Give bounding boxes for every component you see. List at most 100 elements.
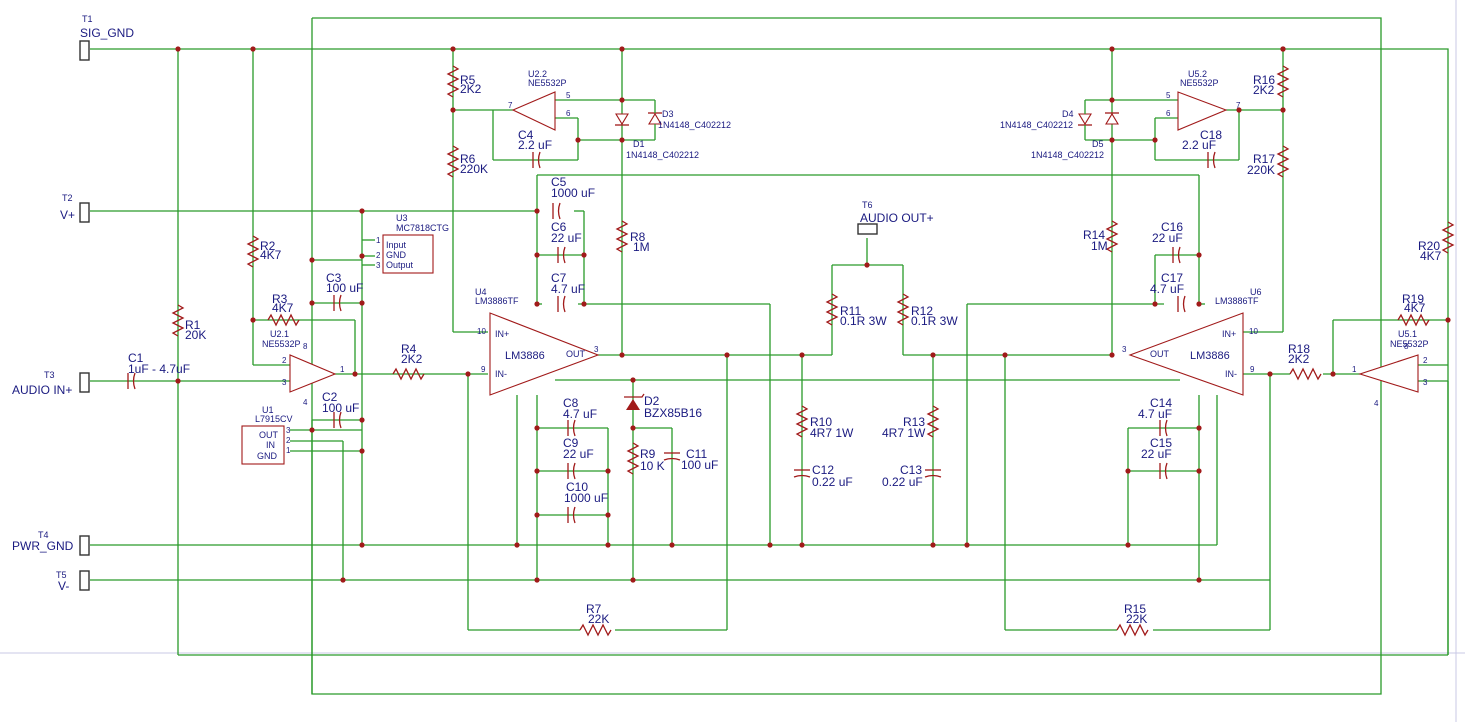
u3-symbol <box>382 234 434 274</box>
c2-ref: C2 <box>322 390 338 404</box>
c3-value: 100 uF <box>326 281 364 295</box>
d4-symbol <box>1078 100 1092 140</box>
d4-value: 1N4148_C402212 <box>1000 120 1074 130</box>
c2-value: 100 uF <box>322 401 360 415</box>
r11-symbol <box>825 293 839 326</box>
terminal-t5 <box>79 570 90 591</box>
r14-ref: R14 <box>1083 228 1106 242</box>
c10-ref: C10 <box>566 480 589 494</box>
c11-ref: C11 <box>686 447 708 461</box>
r8-symbol <box>615 220 629 253</box>
c8-ref: C8 <box>563 396 579 410</box>
wires <box>90 17 1449 695</box>
c18-ref: C18 <box>1200 128 1223 142</box>
u6-value: LM3886TF <box>1215 296 1259 306</box>
r7-value: 22K <box>588 612 610 626</box>
c11-value: 100 uF <box>681 458 719 472</box>
c9-ref: C9 <box>563 436 579 450</box>
r6-ref: R6 <box>460 152 476 166</box>
u5-1-ref: U5.1 <box>1398 329 1418 339</box>
c6-ref: C6 <box>551 220 567 234</box>
r17-ref: R17 <box>1253 152 1276 166</box>
u2-1-symbol <box>289 354 337 393</box>
terminal-t4-ref: T4 <box>38 530 49 540</box>
r4-ref: R4 <box>401 342 417 356</box>
d2-ref: D2 <box>644 394 660 408</box>
r2-ref: R2 <box>260 239 276 253</box>
r9-symbol <box>626 442 640 475</box>
c13-ref: C13 <box>900 463 923 477</box>
r7-ref: R7 <box>586 602 602 616</box>
r19-ref: R19 <box>1402 292 1425 306</box>
r4-symbol <box>392 367 425 381</box>
r13-symbol <box>926 405 940 438</box>
u5-1-symbol <box>1358 354 1419 393</box>
r4-value: 2K2 <box>401 352 423 366</box>
u6-pin-inn: IN- <box>1225 369 1237 379</box>
r9-ref: R9 <box>640 447 656 461</box>
c13-symbol <box>924 469 942 478</box>
u5-1-value: NE5532P <box>1390 339 1429 349</box>
u1-pin-gnd: GND <box>257 451 277 461</box>
c17-value: 4.7 uF <box>1150 282 1185 296</box>
r18-symbol <box>1289 367 1322 381</box>
c15-ref: C15 <box>1150 436 1173 450</box>
r3-value: 4K7 <box>272 301 294 315</box>
svg-text:10: 10 <box>1249 327 1258 336</box>
c8-symbol <box>567 419 576 437</box>
c16-value: 22 uF <box>1152 231 1183 245</box>
r15-ref: R15 <box>1124 602 1147 616</box>
c3-symbol <box>333 294 342 312</box>
c14-symbol <box>1159 419 1168 437</box>
r15-symbol <box>1116 623 1149 637</box>
d1-ref: D1 <box>633 139 645 149</box>
r20-ref: R20 <box>1418 239 1441 253</box>
c5-symbol <box>552 202 561 220</box>
r7-symbol <box>579 623 612 637</box>
r15-value: 22K <box>1126 612 1148 626</box>
r16-value: 2K2 <box>1253 83 1275 97</box>
d3-value: 1N4148_C402212 <box>658 120 732 130</box>
u3-pin-output: Output <box>386 260 414 270</box>
svg-text:8: 8 <box>303 342 308 351</box>
diode-symbols <box>615 100 1119 410</box>
svg-text:7: 7 <box>1236 101 1241 110</box>
r10-ref: R10 <box>810 415 833 429</box>
c13-value: 0.22 uF <box>882 475 923 489</box>
c12-value: 0.22 uF <box>812 475 853 489</box>
terminal-t6-name: AUDIO OUT+ <box>860 211 934 225</box>
r12-value: 0.1R 3W <box>911 314 958 328</box>
terminal-t2-ref: T2 <box>62 193 73 203</box>
u3-ref: U3 <box>396 213 408 223</box>
r12-ref: R12 <box>911 304 934 318</box>
d3-ref: D3 <box>662 109 674 119</box>
c10-symbol <box>567 506 576 524</box>
c9-value: 22 uF <box>563 447 594 461</box>
r5-value: 2K2 <box>460 82 482 96</box>
svg-text:3: 3 <box>376 261 381 270</box>
svg-text:3: 3 <box>1122 345 1127 354</box>
svg-text:10: 10 <box>477 327 486 336</box>
svg-text:5: 5 <box>566 91 571 100</box>
c4-value: 2.2 uF <box>518 138 553 152</box>
r9-value: 10 K <box>640 459 665 473</box>
r13-value: 4R7 1W <box>882 426 926 440</box>
terminal-t1-name: SIG_GND <box>80 26 135 40</box>
c6-value: 22 uF <box>551 231 582 245</box>
u4-ref: U4 <box>475 287 487 297</box>
svg-text:1: 1 <box>286 446 291 455</box>
d5-value: 1N4148_C402212 <box>1031 150 1105 160</box>
d4-ref: D4 <box>1062 109 1074 119</box>
c7-value: 4.7 uF <box>551 282 586 296</box>
c1-symbol <box>127 372 136 390</box>
u1-symbol <box>241 425 285 465</box>
svg-text:3: 3 <box>594 345 599 354</box>
svg-text:3: 3 <box>286 426 291 435</box>
u6-pin-inp: IN+ <box>1222 329 1237 339</box>
r1-ref: R1 <box>185 318 201 332</box>
svg-text:4: 4 <box>303 398 308 407</box>
c18-symbol <box>1207 151 1216 169</box>
